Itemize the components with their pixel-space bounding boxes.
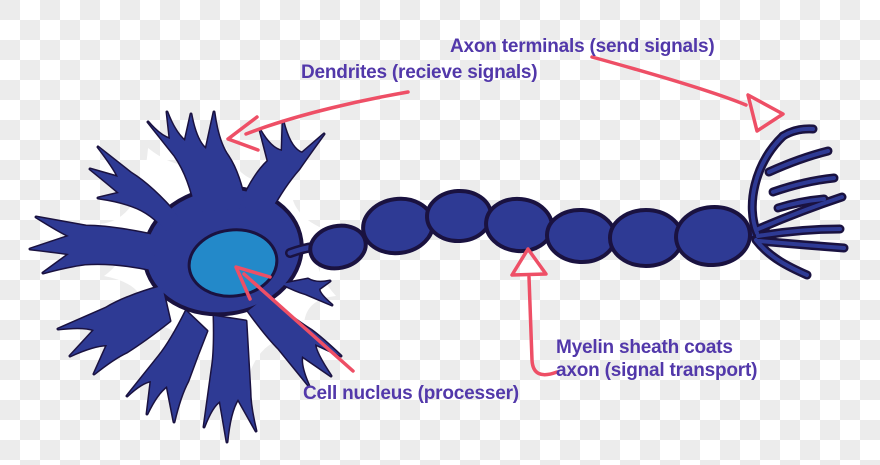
axon-terminals-arrow [590,55,785,133]
myelin-segment [484,196,554,254]
dendrites-label: Dendrites (recieve signals) [301,62,538,83]
myelin-segment [674,204,752,268]
myelin-segment [545,207,617,265]
cell-nucleus-label: Cell nucleus (processer) [303,383,519,404]
cell-nucleus-arrow [234,265,355,373]
axon-terminals-graphic [752,129,844,275]
myelin-label-line2: axon (signal transport) [556,360,758,381]
myelin-segment [361,196,435,256]
dendrites-arrow [226,90,410,152]
myelin-segment [608,208,684,268]
axon-terminals-label: Axon terminals (send signals) [450,36,715,57]
myelin-label: Myelin sheath coats axon (signal transpo… [556,336,757,382]
myelin-segment [425,188,493,244]
cell-nucleus-graphic [187,228,279,298]
annotation-arrows [226,55,785,377]
myelin-arrow [510,247,559,377]
myelin-label-line1: Myelin sheath coats [556,337,733,358]
axon-myelin-segments [308,188,752,271]
